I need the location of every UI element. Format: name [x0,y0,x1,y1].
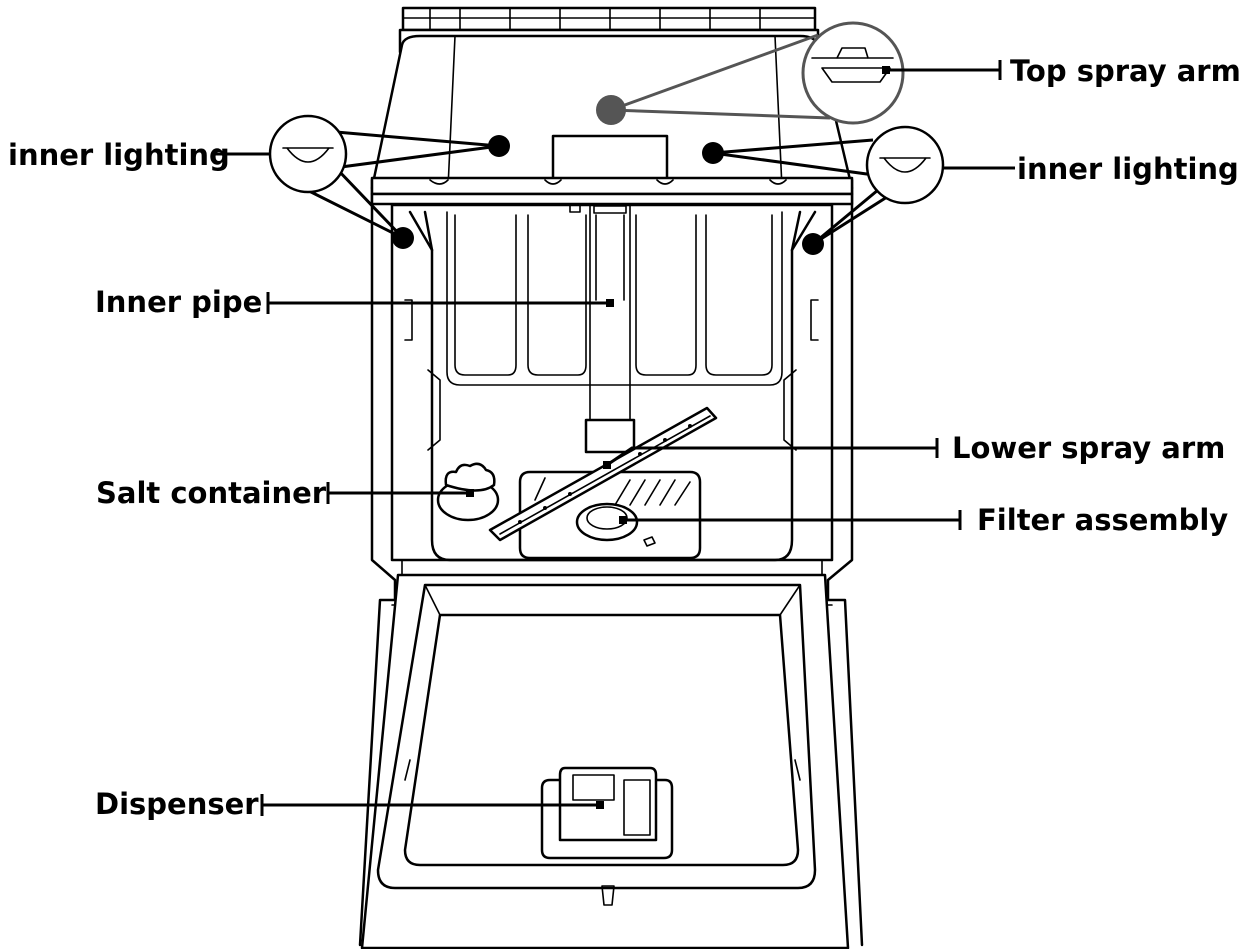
callout-filter-assembly [619,510,962,530]
callout-dispenser [260,794,604,816]
label-salt-container: Salt container [96,476,327,510]
top-spray-arm-marker [596,95,626,125]
callout-salt-container [326,482,474,504]
cabinet-walls [358,176,864,947]
label-filter-assembly: Filter assembly [977,503,1228,537]
callout-lower-spray-arm [603,438,939,469]
dispenser [540,766,674,860]
inner-pipe [569,203,636,454]
sump-area [518,470,702,560]
callout-inner-lighting-left [215,114,500,240]
salt-container [436,462,500,522]
label-inner-lighting-right: inner lighting [1017,152,1239,186]
label-dispenser: Dispenser [95,787,259,821]
door [360,573,850,949]
label-inner-lighting-left: inner lighting [8,138,230,172]
callout-inner-pipe [266,292,614,314]
callout-inner-lighting-right [712,125,1015,246]
label-inner-pipe: Inner pipe [95,285,262,319]
label-lower-spray-arm: Lower spray arm [952,431,1225,465]
label-top-spray-arm: Top spray arm [1010,54,1240,88]
callout-top-spray-arm [596,21,1002,125]
